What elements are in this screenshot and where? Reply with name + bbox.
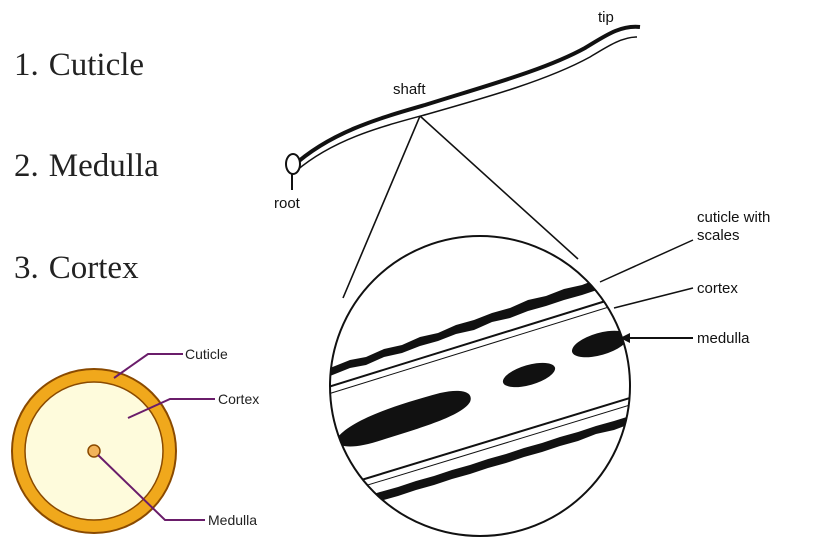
pointer-cortex bbox=[614, 288, 693, 308]
magnified-circle bbox=[330, 236, 630, 536]
label-shaft: shaft bbox=[393, 81, 426, 98]
label-tip: tip bbox=[598, 9, 614, 26]
label-cuticle-scales: cuticle with scales bbox=[697, 209, 775, 244]
hair-root-end bbox=[286, 154, 300, 174]
label-medulla-right: medulla bbox=[697, 330, 750, 347]
pointer-cuticle bbox=[600, 240, 693, 282]
label-cortex-right: cortex bbox=[697, 280, 738, 297]
hair-strand bbox=[292, 27, 640, 167]
label-root: root bbox=[274, 195, 301, 212]
label-cuticle-scales-line2: scales bbox=[697, 227, 740, 244]
hair-strand-inner bbox=[296, 37, 637, 171]
label-cuticle-scales-text: cuticle with bbox=[697, 209, 770, 226]
